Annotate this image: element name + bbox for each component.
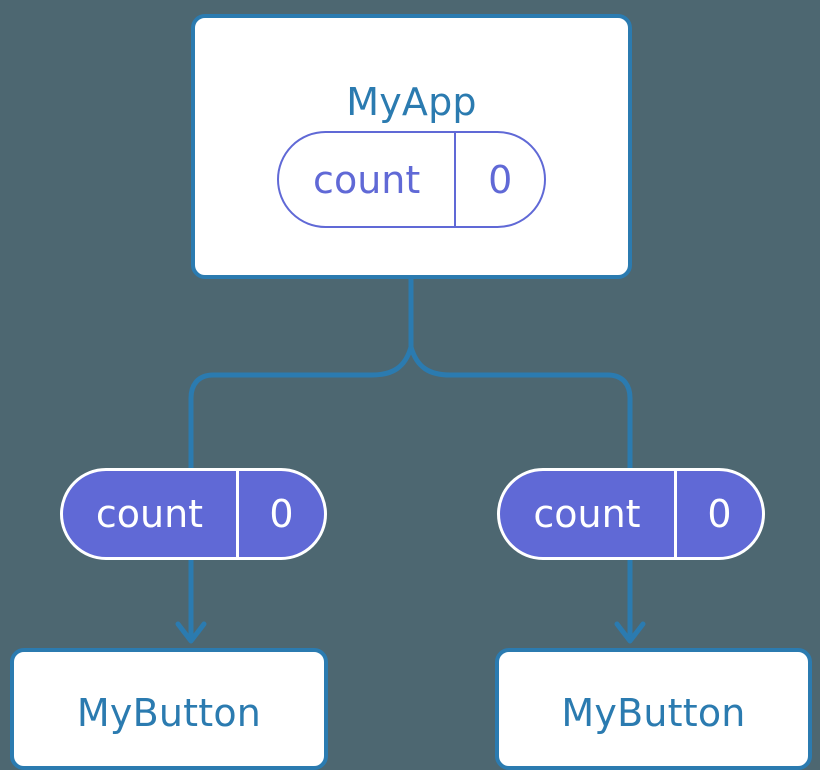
- arrowhead-left-icon: [175, 621, 207, 644]
- component-node-mybutton-left[interactable]: MyButton: [10, 648, 328, 770]
- component-node-mybutton-right[interactable]: MyButton: [495, 648, 812, 770]
- state-pill-branch-left-key: count: [95, 492, 204, 536]
- component-title-mybutton-right: MyButton: [561, 691, 746, 735]
- wire-split-left: [188, 346, 414, 474]
- state-pill-branch-left-value: 0: [235, 471, 324, 557]
- arrowhead-right-icon: [614, 621, 646, 644]
- wire-split-right: [408, 346, 633, 474]
- state-pill-branch-right[interactable]: count 0: [497, 468, 765, 560]
- component-title-myapp: MyApp: [346, 80, 477, 124]
- state-pill-root[interactable]: count 0: [277, 131, 546, 228]
- component-title-mybutton-left: MyButton: [76, 691, 262, 735]
- state-pill-branch-right-value: 0: [673, 471, 762, 557]
- state-pill-branch-left[interactable]: count 0: [60, 468, 327, 560]
- state-pill-root-value: 0: [454, 133, 544, 226]
- state-pill-root-key: count: [313, 157, 421, 202]
- state-pill-branch-right-key: count: [533, 492, 641, 536]
